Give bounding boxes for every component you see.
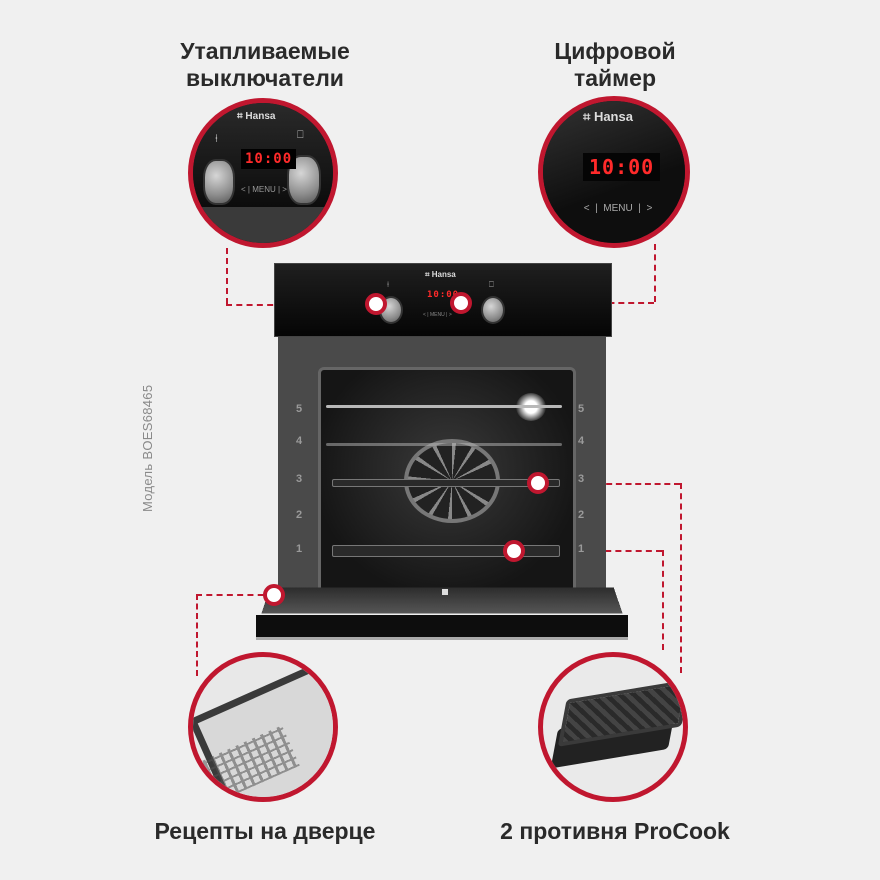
label-recipes: Рецепты на дверце [154, 818, 376, 844]
tray-upper [332, 479, 560, 487]
zoom-timer-circle: ⌗ Hansa 10:00 < | MENU | > [538, 96, 690, 248]
panel-display: 10:00 [427, 290, 460, 300]
grill-element [326, 405, 562, 408]
timer-display: 10:00 [583, 153, 661, 181]
level-left-1: 1 [296, 543, 303, 555]
connector-timer-v [654, 244, 656, 302]
hansa-logo-icon: ⌗ Hansa [425, 270, 456, 279]
control-panel: ⌗ Hansa ⍿ ⎕ 10:00 < | MENU | > [274, 263, 612, 337]
level-left-3: 3 [296, 473, 303, 485]
connector-recipes-v [196, 594, 198, 676]
zoom-trays-circle [538, 652, 688, 802]
model-number: Модель BOES68465 [140, 384, 155, 512]
oven: ⌗ Hansa ⍿ ⎕ 10:00 < | MENU | > 5 4 3 2 1… [256, 263, 628, 643]
connector-tray1-v [680, 483, 682, 673]
level-left-5: 5 [296, 403, 303, 415]
function-knob[interactable] [203, 159, 235, 205]
marker-tray-lower [503, 540, 525, 562]
level-right-3: 3 [578, 473, 585, 485]
connector-tray2-v [662, 550, 664, 650]
zoom-knobs-circle: ⌗ Hansa ⍿ ⎕ 10:00 < | MENU | > [188, 98, 338, 248]
tray-lower [332, 545, 560, 557]
label-knobs: Утапливаемые выключатели [180, 38, 350, 91]
level-right-2: 2 [578, 509, 585, 521]
level-left-4: 4 [296, 435, 303, 447]
marker-timer [450, 292, 472, 314]
door-lock-icon [442, 589, 448, 595]
marker-tray-upper [527, 472, 549, 494]
level-left-2: 2 [296, 509, 303, 521]
connector-tray1-h [548, 483, 680, 485]
rack-rail [326, 443, 562, 446]
touch-controls: < | MENU | > [241, 185, 287, 194]
oven-base [256, 615, 628, 640]
display-led: 10:00 [241, 149, 297, 169]
hansa-logo-icon: ⌗ Hansa [237, 111, 276, 122]
timer-mode-icon: ⎕ [297, 129, 304, 141]
zoom-recipes-circle [188, 652, 338, 802]
level-right-4: 4 [578, 435, 585, 447]
marker-knobs [365, 293, 387, 315]
mode-icon: ⍿ [387, 280, 390, 289]
level-right-5: 5 [578, 403, 585, 415]
mode-icon: ⍿ [215, 133, 218, 145]
label-timer: Цифровой таймер [554, 38, 676, 91]
timer-touch-controls: < | MENU | > [583, 203, 653, 214]
level-right-1: 1 [578, 543, 585, 555]
label-trays: 2 противня ProCook [500, 818, 730, 844]
connector-knobs-v [226, 248, 228, 304]
timer-mode-icon: ⎕ [489, 280, 494, 289]
connector-recipes-h [196, 594, 274, 596]
panel-touch-controls: < | MENU | > [423, 312, 452, 318]
marker-recipes [263, 584, 285, 606]
hansa-logo-icon: ⌗ Hansa [583, 109, 633, 124]
temperature-knob[interactable] [481, 296, 505, 324]
